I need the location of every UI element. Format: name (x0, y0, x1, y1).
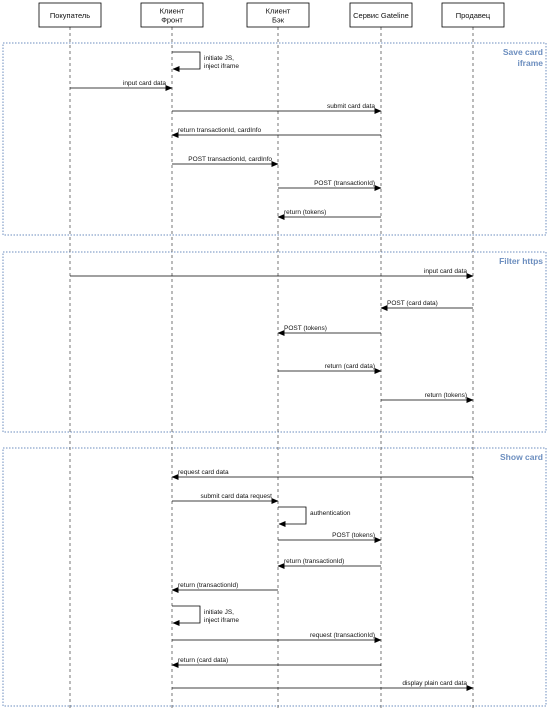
message-label: submit card data request (200, 493, 272, 500)
message-label: authentication (310, 510, 351, 517)
message-label: return (tokens) (425, 392, 467, 399)
participant-box (38, 2, 102, 28)
message-label: input card data (123, 80, 166, 87)
message: POST (transactionId) (278, 180, 382, 191)
message: submit card data (172, 103, 382, 114)
message: POST (tokens) (277, 325, 381, 336)
message: POST transactionId, cardInfo (172, 156, 279, 167)
message-label: return (transactionId) (284, 558, 344, 565)
message: input card data (70, 268, 474, 279)
message-label: display plain card data (402, 680, 467, 687)
message-label: input card data (424, 268, 467, 275)
participant-label: Сервис Gateline (353, 11, 409, 20)
message: return transactionId, cardInfo (171, 127, 381, 138)
participant-gateline: Сервис Gateline (349, 2, 413, 28)
message: return (tokens) (381, 392, 474, 403)
message-label: return (transactionId) (178, 582, 238, 589)
message: initiate JS,inject iframe (172, 605, 239, 626)
participant-label: Фронт (161, 16, 183, 25)
message: initiate JS,inject iframe (172, 51, 239, 72)
message: request card data (171, 469, 473, 480)
message: return (card data) (278, 363, 382, 374)
message-label: return (card data) (325, 363, 375, 370)
message-label: POST transactionId, cardInfo (188, 156, 272, 163)
message-label: initiate JS, (204, 55, 234, 62)
message: POST (tokens) (278, 532, 382, 543)
participant-label: Продавец (456, 11, 491, 20)
frame-show-card: Show card (2, 447, 547, 707)
participant-box (349, 2, 413, 28)
message-label: request (transactionId) (310, 632, 375, 639)
message-label: POST (transactionId) (314, 180, 375, 187)
message: return (transactionId) (277, 558, 381, 569)
participant-label: Бэк (272, 16, 285, 25)
message: submit card data request (172, 493, 279, 504)
message-label: POST (card data) (387, 300, 438, 307)
frame-filter-https: Filter https (2, 251, 547, 433)
self-message-arrow (278, 506, 307, 527)
message: input card data (70, 80, 173, 91)
message: return (transactionId) (171, 582, 278, 593)
participant-buyer: Покупатель (38, 2, 102, 28)
message-label: inject iframe (204, 617, 239, 624)
message-label: initiate JS, (204, 609, 234, 616)
participant-label: Клиент (266, 7, 291, 16)
message-label: return transactionId, cardInfo (178, 127, 261, 134)
message: POST (card data) (380, 300, 473, 311)
message: return (card data) (171, 657, 381, 668)
message-label: return (tokens) (284, 209, 326, 216)
frame-title: Filter https (499, 256, 543, 266)
message-label: return (card data) (178, 657, 228, 664)
message: authentication (278, 506, 351, 527)
participant-box (140, 2, 204, 28)
participant-label: Клиент (160, 7, 185, 16)
frame-border (2, 447, 547, 707)
message: display plain card data (172, 680, 474, 691)
participant-label: Покупатель (50, 11, 90, 20)
frame-title: Show card (500, 452, 543, 462)
self-message-arrow (172, 51, 201, 72)
message: request (transactionId) (172, 632, 382, 643)
self-message-arrow (172, 605, 201, 626)
message: return (tokens) (277, 209, 381, 220)
message-label: inject iframe (204, 63, 239, 70)
frame-title: iframe (517, 58, 543, 68)
message-label: POST (tokens) (284, 325, 327, 332)
frame-title: Save card (503, 47, 543, 57)
message-label: POST (tokens) (332, 532, 375, 539)
message-label: request card data (178, 469, 229, 476)
participant-box (441, 2, 505, 28)
participant-seller: Продавец (441, 2, 505, 28)
frame-border (2, 251, 547, 433)
message-label: submit card data (327, 103, 375, 110)
participant-box (246, 2, 310, 28)
frame-border (2, 42, 547, 236)
